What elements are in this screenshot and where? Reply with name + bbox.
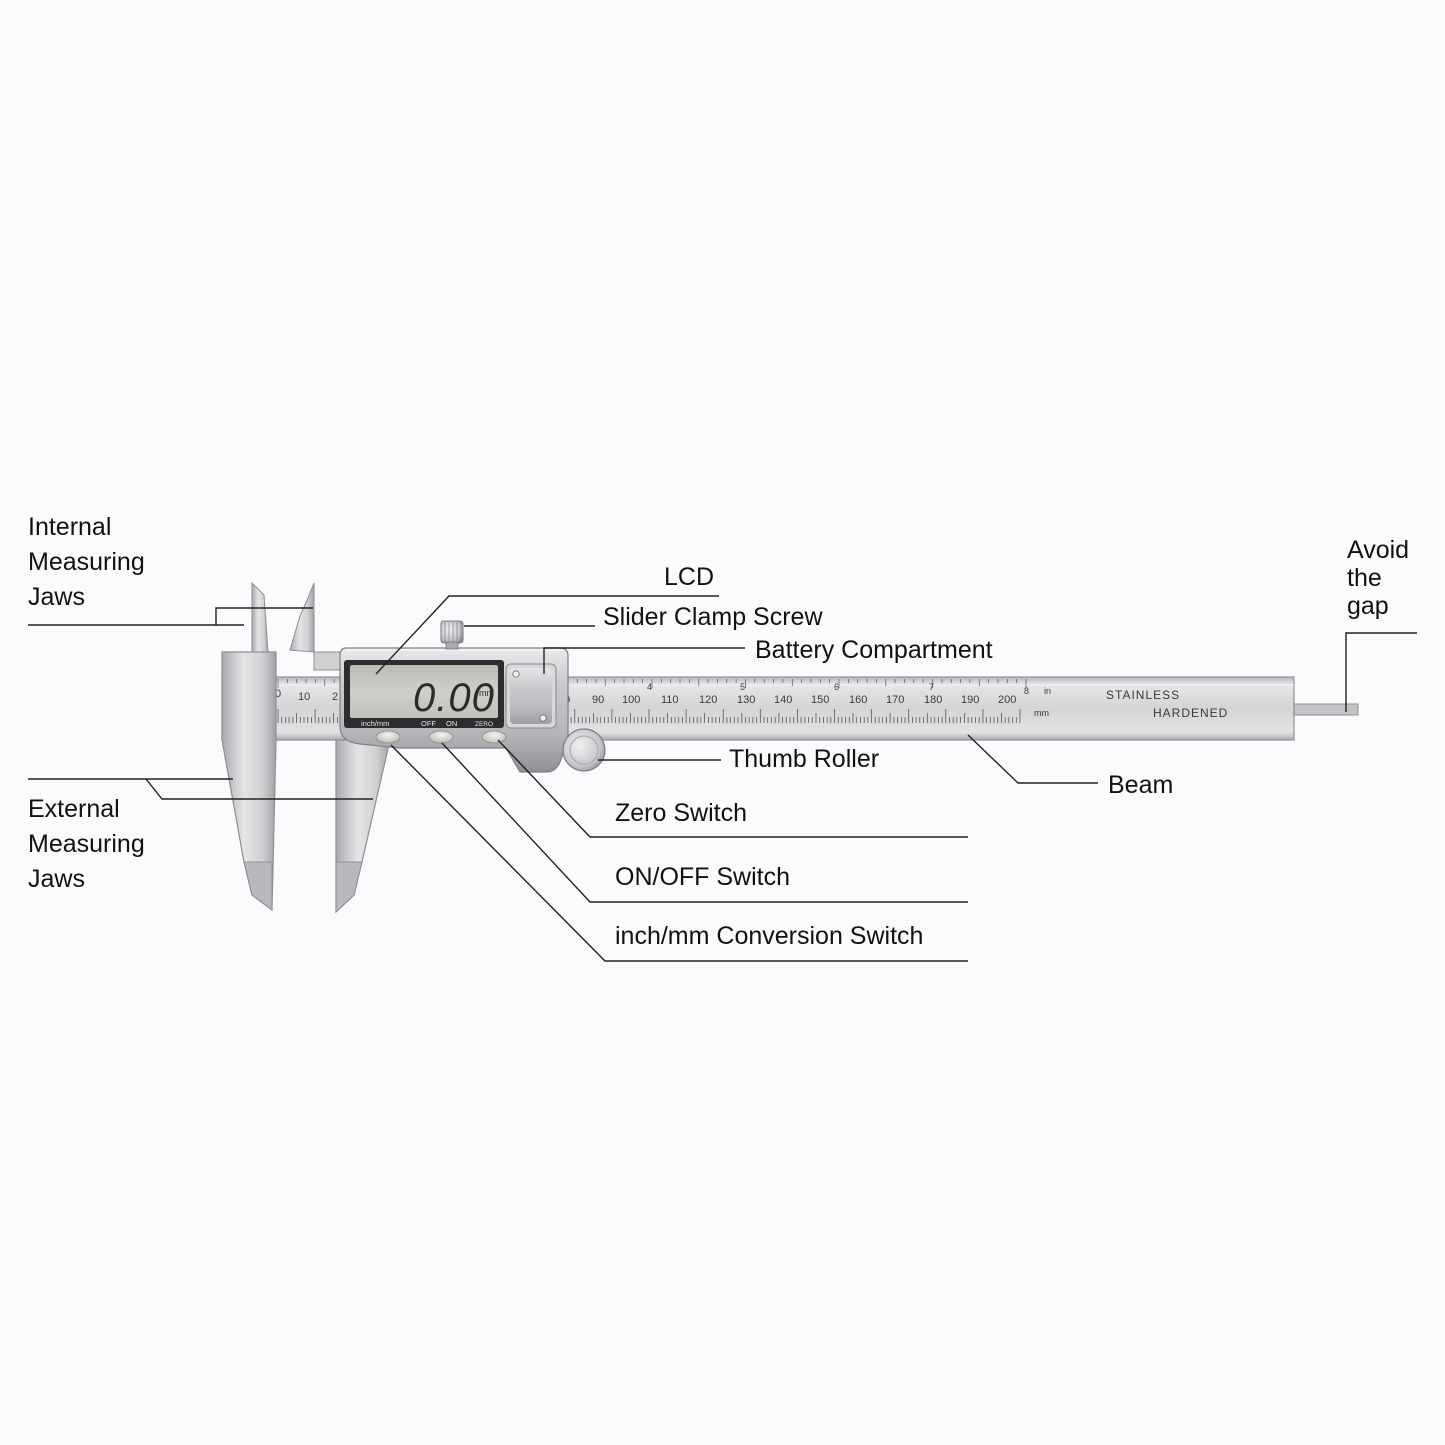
inch-tick-label: 7 (929, 682, 934, 692)
fixed-internal-jaw (251, 581, 269, 653)
screw-icon (539, 714, 547, 722)
label-external-jaws: External Measuring Jaws (28, 795, 145, 893)
zero-button[interactable] (481, 730, 507, 744)
thumb-roller[interactable] (562, 728, 606, 772)
unit-in-label: in (1044, 686, 1051, 696)
mm-tick-label: 90 (592, 694, 604, 706)
mm-tick-label: 0 (275, 688, 281, 700)
mm-tick-label: 170 (886, 694, 904, 706)
mm-tick-label: 180 (924, 694, 942, 706)
screw-icon (512, 670, 520, 678)
button-label-zero: ZERO (475, 721, 493, 728)
inch-mm-button[interactable] (375, 730, 401, 744)
inch-tick-label: 4 (647, 682, 652, 692)
label-avoid-the-gap: Avoid the gap (1347, 536, 1410, 620)
lcd-screen (350, 665, 498, 718)
unit-mm-label: mm (1034, 708, 1049, 718)
mm-tick-label: 10 (298, 691, 310, 703)
button-label-off: OFF (421, 719, 436, 728)
mm-scale-labels: 0 10 2 0 90 100 110 120 130 140 150 160 … (275, 688, 1016, 706)
moving-internal-jaw (289, 582, 315, 653)
label-slider-clamp-screw: Slider Clamp Screw (603, 603, 823, 631)
label-conversion-switch: inch/mm Conversion Switch (615, 922, 924, 950)
label-lcd: LCD (664, 563, 715, 591)
label-beam: Beam (1108, 771, 1174, 799)
label-battery-compartment: Battery Compartment (755, 636, 993, 664)
inch-tick-label: 6 (834, 682, 839, 692)
label-thumb-roller: Thumb Roller (729, 745, 880, 773)
inch-scale-labels: 4 5 6 7 8 (647, 682, 1029, 696)
mm-tick-label: 200 (998, 694, 1016, 706)
depth-rod (1289, 703, 1359, 716)
label-zero-switch: Zero Switch (615, 799, 747, 827)
mm-tick-label: 100 (622, 694, 640, 706)
button-label-on: ON (446, 719, 457, 728)
mm-tick-label: 110 (661, 694, 679, 706)
mm-tick-label: 190 (961, 694, 979, 706)
button-label-inch-mm: inch/mm (361, 719, 389, 728)
lcd-reading: 0.00 (413, 676, 495, 720)
on-off-button[interactable] (428, 730, 454, 744)
mm-tick-label: 130 (737, 694, 755, 706)
mm-tick-label: 160 (849, 694, 867, 706)
mm-tick-label: 2 (332, 691, 338, 703)
label-internal-jaws: Internal Measuring Jaws (28, 513, 145, 611)
mm-tick-label: 140 (774, 694, 792, 706)
leader-lines (28, 595, 1417, 962)
beam-text-hardened: HARDENED (1153, 706, 1228, 720)
inch-tick-label: 5 (740, 682, 745, 692)
inch-tick-label: 8 (1024, 686, 1029, 696)
beam-text-stainless: STAINLESS (1106, 688, 1180, 702)
lcd-unit: mm (479, 688, 494, 698)
mm-tick-label: 120 (699, 694, 717, 706)
label-on-off-switch: ON/OFF Switch (615, 863, 791, 891)
slider-clamp-screw (440, 620, 464, 644)
mm-tick-label: 150 (811, 694, 829, 706)
